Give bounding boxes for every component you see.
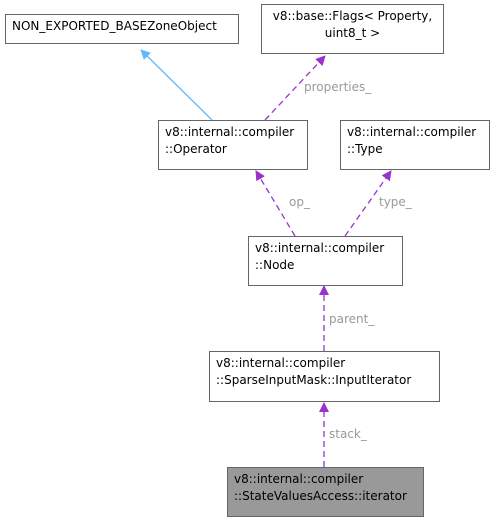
node-non-exported-base-zone-object[interactable]: NON_EXPORTED_BASEZoneObject <box>5 14 239 44</box>
node-type[interactable]: v8::internal::compiler ::Type <box>340 120 490 170</box>
node-label-line-1: v8::internal::compiler <box>165 125 295 139</box>
edge-label-type: type_ <box>379 195 412 209</box>
node-label-line-1: v8::internal::compiler <box>216 356 346 370</box>
node-operator[interactable]: v8::internal::compiler ::Operator <box>158 120 308 170</box>
edge-label-properties: properties_ <box>304 80 372 94</box>
node-label-line-1: NON_EXPORTED_BASEZoneObject <box>12 19 217 33</box>
edge-type <box>344 170 392 237</box>
node-label-line-1: v8::internal::compiler <box>347 125 477 139</box>
edge-properties <box>264 55 326 121</box>
node-label-line-1: v8::internal::compiler <box>255 241 385 255</box>
node-flags[interactable]: v8::base::Flags< Property, uint8_t > <box>261 4 444 54</box>
node-state-values-iterator[interactable]: v8::internal::compiler ::StateValuesAcce… <box>227 467 424 517</box>
node-label-line-2: ::Operator <box>165 142 227 156</box>
node-label-line-2: ::StateValuesAccess::iterator <box>234 489 407 503</box>
node-label-line-2: ::SparseInputMask::InputIterator <box>216 373 412 387</box>
node-label-line-1: v8::internal::compiler <box>234 472 364 486</box>
edge-label-stack: stack_ <box>329 427 367 441</box>
node-label-line-2: ::Node <box>255 258 295 272</box>
node-input-iterator[interactable]: v8::internal::compiler ::SparseInputMask… <box>209 351 440 402</box>
edge-label-op: op_ <box>289 195 310 209</box>
edge-operator-to-base-zone-object <box>140 49 213 121</box>
node-label-line-1: v8::base::Flags< Property, <box>272 9 433 23</box>
node-node[interactable]: v8::internal::compiler ::Node <box>248 236 403 286</box>
node-label-line-2: ::Type <box>347 142 383 156</box>
node-label-line-2: uint8_t > <box>324 26 381 40</box>
edge-op <box>255 170 296 237</box>
edge-label-parent: parent_ <box>329 312 375 326</box>
